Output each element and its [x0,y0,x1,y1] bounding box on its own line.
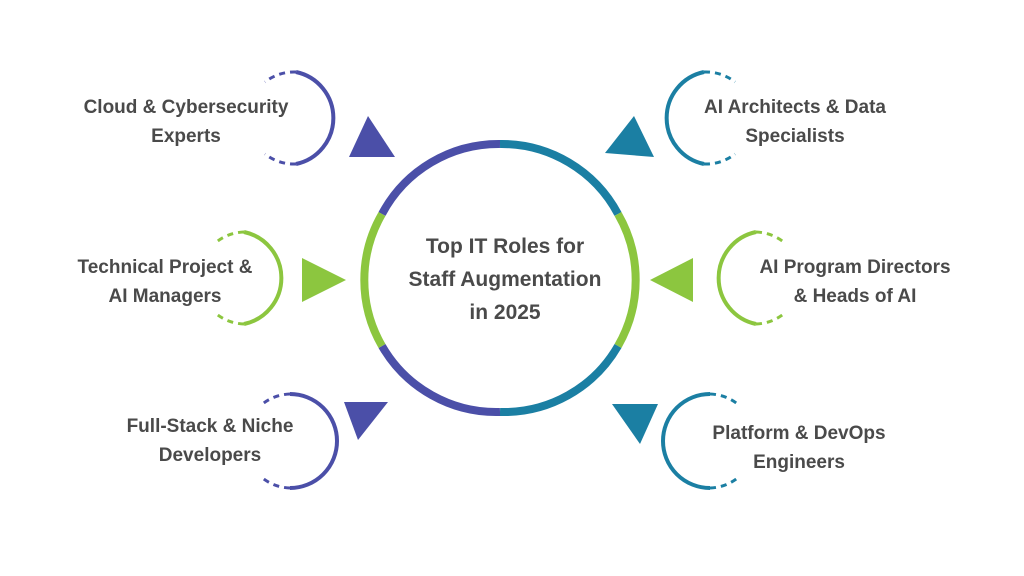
arc-solid-icon [716,230,757,326]
ring-segment-top-right [499,139,622,216]
arc-solid-icon [661,392,711,490]
ring-segment-left [360,212,386,348]
role-label-technical-project: Technical Project & AI Managers [40,253,290,311]
role-label-line: Developers [158,445,262,466]
arc-dashed-icon [258,392,291,408]
arc-solid-icon [243,230,284,326]
triangle-arrow-icon [349,116,395,157]
triangle-arrow-icon [344,402,388,440]
arc-dashed-icon [709,392,742,408]
role-label-line: Engineers [753,452,845,473]
role-node-bl [258,392,388,490]
triangle-arrow-icon [612,404,658,444]
center-ring [360,139,640,417]
arc-solid-icon [295,70,336,166]
arc-solid-icon [289,392,339,490]
role-label-line: Cloud & Cybersecurity [83,97,289,118]
role-node-ml [212,230,346,326]
role-label-line: Experts [151,126,221,147]
role-node-mr [650,230,788,326]
triangle-arrow-icon [605,116,654,157]
role-label-cloud-cybersecurity: Cloud & Cybersecurity Experts [61,93,311,151]
center-title-line: in 2025 [469,301,541,324]
role-node-tr [605,70,736,166]
role-label-line: AI Program Directors [759,257,951,278]
arc-dashed-icon [703,152,736,166]
arc-dashed-icon [709,474,742,490]
arc-solid-icon [664,70,705,166]
ring-segment-top-left [378,139,501,216]
arc-dashed-icon [258,474,291,490]
role-node-tl [264,70,395,166]
ring-segment-bottom-right [499,343,622,417]
role-label-full-stack: Full-Stack & Niche Developers [85,412,335,470]
role-label-line: Technical Project & [77,257,253,278]
role-node-br [612,392,742,490]
role-label-platform-devops: Platform & DevOps Engineers [674,419,924,477]
role-label-line: Full-Stack & Niche [126,416,294,437]
arc-dashed-icon [755,230,788,246]
arc-dashed-icon [264,70,297,84]
role-label-line: & Heads of AI [793,286,917,307]
role-label-line: Specialists [745,126,845,147]
triangle-arrow-icon [650,258,693,302]
arc-dashed-icon [264,152,297,166]
triangle-arrow-icon [302,258,346,302]
center-title: Top IT Roles for Staff Augmentation in 2… [380,230,630,329]
ring-segment-right [614,212,640,348]
role-label-ai-program-directors: AI Program Directors & Heads of AI [730,253,980,311]
ring-segment-bottom-left [378,343,501,417]
center-title-line: Top IT Roles for [425,235,585,258]
center-title-line: Staff Augmentation [408,268,602,291]
arc-dashed-icon [703,70,736,84]
arc-dashed-icon [212,310,245,326]
role-label-line: Platform & DevOps [712,423,886,444]
arc-dashed-icon [755,310,788,326]
role-label-ai-architects: AI Architects & Data Specialists [670,93,920,151]
role-label-line: AI Managers [108,286,222,307]
arc-dashed-icon [212,230,245,246]
role-label-line: AI Architects & Data [704,97,886,118]
